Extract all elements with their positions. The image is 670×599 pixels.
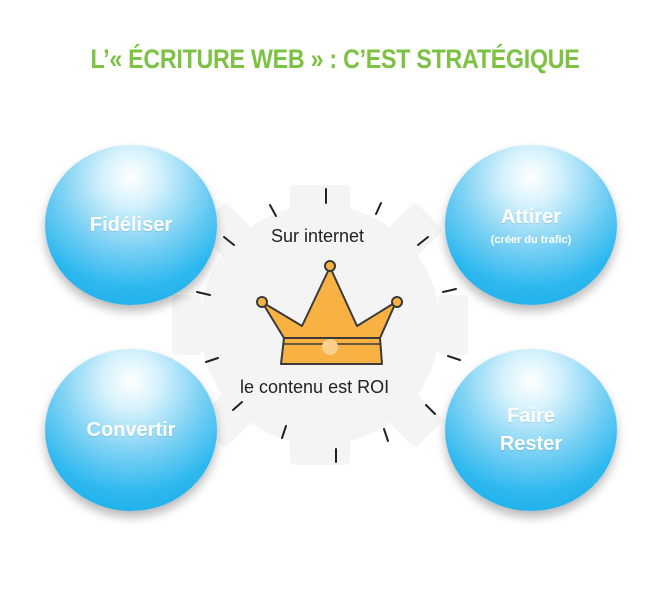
tick-mark <box>205 357 219 363</box>
center-top-text: Sur internet <box>271 226 365 246</box>
tick-mark <box>196 291 211 296</box>
bubble-sublabel: (créer du trafic) <box>490 234 572 246</box>
crown-icon <box>256 260 403 365</box>
bubble-faire-rester: Faire Rester <box>445 349 617 511</box>
bubble-label: Convertir <box>86 419 176 441</box>
diagram-title: L’« ÉCRITURE WEB » : C’EST STRATÉGIQUE <box>90 44 580 74</box>
bubble-label: Fidéliser <box>89 214 173 236</box>
bubble-attirer: Attirer (créer du trafic) <box>445 145 617 305</box>
tick-mark <box>281 425 287 439</box>
tick-mark <box>383 428 389 442</box>
tick-mark <box>417 236 429 246</box>
tick-mark <box>375 202 382 215</box>
bubble-label-line1: Faire <box>507 405 555 427</box>
tick-mark <box>223 236 235 246</box>
bubble-fideliser: Fidéliser <box>45 145 217 305</box>
center-bottom-text: le contenu est ROI <box>240 377 390 397</box>
bubble-convertir: Convertir <box>45 349 217 511</box>
tick-mark <box>269 204 277 217</box>
tick-mark <box>425 404 436 415</box>
bubble-label: Attirer <box>500 206 561 228</box>
radial-ticks <box>196 188 461 463</box>
bubble-label-line2: Rester <box>499 433 563 455</box>
tick-mark <box>447 355 461 361</box>
tick-mark <box>232 401 243 411</box>
tick-mark <box>442 288 457 293</box>
